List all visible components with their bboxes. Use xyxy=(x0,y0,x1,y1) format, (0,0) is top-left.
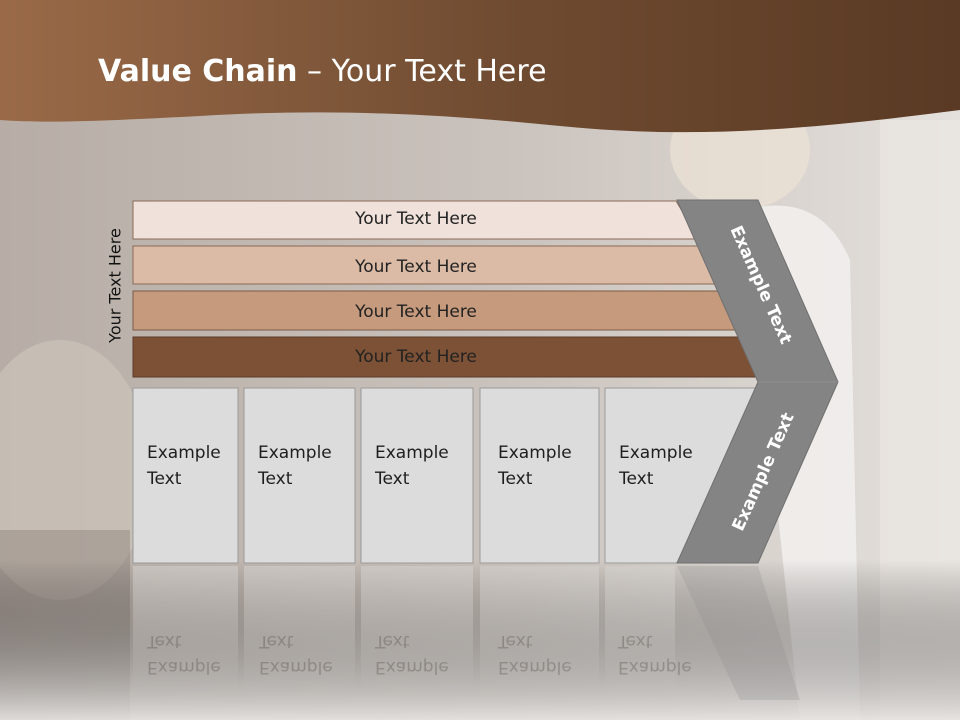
cell-5-reflection-line2: Text xyxy=(618,631,653,651)
cell-4-line1: Example xyxy=(498,443,572,463)
cell-3-reflection-line1: Example xyxy=(375,657,449,677)
cell-4-reflection-line2: Text xyxy=(498,631,533,651)
slide-title: Value Chain – Your Text Here xyxy=(98,54,547,89)
cell-5-reflection-line1: Example xyxy=(618,657,692,677)
title-rest: – Your Text Here xyxy=(297,54,547,89)
cells-group xyxy=(132,387,759,564)
bar-label-3: Your Text Here xyxy=(355,302,477,322)
cell-4-reflection-line1: Example xyxy=(498,657,572,677)
cell-1-reflection: Example Text xyxy=(147,628,221,680)
cell-shape-1 xyxy=(132,387,239,564)
cell-3-line2: Text xyxy=(375,469,410,489)
cell-4-line2: Text xyxy=(498,469,533,489)
cell-1-reflection-line1: Example xyxy=(147,657,221,677)
cell-5-line1: Example xyxy=(619,443,693,463)
bar-label-1: Your Text Here xyxy=(355,209,477,229)
cell-2-line2: Text xyxy=(258,469,293,489)
bar-label-2: Your Text Here xyxy=(355,257,477,277)
side-label: Your Text Here xyxy=(105,228,125,343)
cell-1-line2: Text xyxy=(147,469,182,489)
cell-3-reflection: Example Text xyxy=(375,628,449,680)
cell-1-line1: Example xyxy=(147,443,221,463)
cell-5-line2: Text xyxy=(619,469,654,489)
cell-3-reflection-line2: Text xyxy=(375,631,410,651)
cell-shape-4 xyxy=(479,387,600,564)
cell-4-reflection: Example Text xyxy=(498,628,572,680)
title-bold: Value Chain xyxy=(98,54,298,89)
cell-2-reflection-line1: Example xyxy=(259,657,333,677)
bar-label-4: Your Text Here xyxy=(355,347,477,367)
cell-2-line1: Example xyxy=(258,443,332,463)
bars-group xyxy=(132,200,763,378)
cell-1-reflection-line2: Text xyxy=(147,631,182,651)
cell-5-reflection: Example Text xyxy=(618,628,692,680)
cell-2-reflection: Example Text xyxy=(259,628,333,680)
cell-2-reflection-line2: Text xyxy=(259,631,294,651)
cell-shape-2 xyxy=(243,387,356,564)
cell-shape-3 xyxy=(360,387,474,564)
reflection-group xyxy=(133,566,800,700)
cell-3-line1: Example xyxy=(375,443,449,463)
